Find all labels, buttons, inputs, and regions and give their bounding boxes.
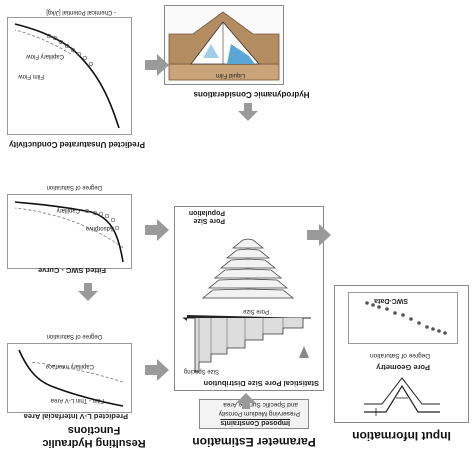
parameter-panel: Statistical Pore Size Distribution Size … (174, 206, 324, 391)
hydrodynamic-panel: Liquid Film (164, 5, 284, 85)
population-layer (231, 238, 265, 249)
pore-population-stack (201, 238, 295, 299)
data-point (92, 210, 98, 216)
interfacial-area-curves (18, 349, 124, 407)
data-point (58, 39, 64, 45)
psd-x-axis-title: Pore Size (242, 308, 269, 314)
hydro-note: Liquid Film (215, 72, 245, 78)
conductivity-caption: Predicted Unsaturated Conductivity (8, 140, 146, 149)
swc-fit-legend-1: Adsorptive (85, 225, 114, 231)
swc-data-points (365, 301, 447, 335)
population-layer (219, 258, 277, 269)
swc-fit-legend-2: Capillary (56, 207, 80, 213)
psd-caption: Statistical Pore Size Distribution (203, 379, 319, 388)
arrow-param-to-results-mid (145, 219, 169, 241)
swc-data-chart (348, 292, 458, 344)
data-point (52, 35, 58, 41)
data-point (46, 33, 52, 39)
arrow-param-to-results-low (145, 359, 169, 381)
population-caption: Pore Size Population (188, 209, 225, 224)
swc-fit-x-axis-title: Degree of Saturation (46, 184, 102, 190)
conductivity-curves (14, 23, 120, 129)
data-point (82, 55, 88, 61)
interfacial-legend-2: Film - Thin L-V Area (50, 397, 104, 403)
data-point (393, 311, 397, 315)
data-point (401, 313, 405, 317)
constraint-line-3: and Specific Surface Area (223, 401, 298, 408)
arrow-constraints-to-psd (236, 393, 256, 409)
pore-geometry-label: Pore Geometry (376, 363, 430, 372)
param-title: Parameter Estimation (192, 435, 316, 449)
interfacial-caption: Predicted L-V Interfacial Area (23, 412, 128, 421)
population-layer (213, 268, 283, 279)
population-layer (207, 278, 289, 289)
swc-data-label: SWC-Data (374, 297, 408, 304)
data-point (365, 301, 369, 305)
constraint-line-2: Preserving Medium Porosity (218, 410, 300, 417)
hydro-caption: Hydrodynamic Considerations (193, 90, 310, 99)
data-point (417, 321, 421, 325)
pore-geometry-sketch (364, 377, 440, 416)
input-title: Input Information (352, 429, 451, 443)
input-panel: Pore Geometry Degree of Saturation SWC-D… (334, 285, 469, 423)
pore-wedge-illustration (168, 11, 280, 81)
data-point (114, 225, 120, 231)
arrow-param-to-hydro (238, 103, 258, 121)
conductivity-x-axis-title: - Chemical Potential [J/kg] (46, 9, 116, 15)
psd-y-axis-title: Size Spacing (183, 368, 219, 374)
data-point (84, 208, 90, 214)
interfacial-x-axis-title: Degree of Saturation (46, 333, 102, 339)
data-point (377, 305, 381, 309)
data-point (431, 327, 435, 331)
data-point (104, 213, 110, 219)
conductivity-legend-2: Film Flow (18, 73, 44, 79)
constraint-line-1: Imposed Constraints (220, 419, 290, 426)
data-point (76, 51, 82, 57)
population-layer (201, 288, 295, 299)
data-point (70, 47, 76, 53)
swc-fit-chart (7, 194, 132, 269)
results-arrow (78, 283, 98, 301)
results-title: Resulting Hydraulic Functions (42, 424, 146, 449)
arrow-hydro-to-conductivity (145, 54, 169, 76)
data-point (64, 43, 70, 49)
data-point (110, 217, 116, 223)
swc-fit-caption: Fitted SWC - Curve (38, 266, 106, 275)
data-point (371, 303, 375, 307)
swc-fit-curves (14, 201, 124, 263)
data-point (98, 211, 104, 217)
data-point (443, 331, 447, 335)
interfacial-area-chart (7, 343, 132, 413)
data-point (409, 317, 413, 321)
population-layer (225, 248, 271, 259)
data-point (385, 307, 389, 311)
data-point (88, 61, 94, 67)
data-point (425, 325, 429, 329)
arrow-input-to-param (307, 224, 331, 246)
data-point (437, 329, 441, 333)
conductivity-chart (7, 17, 132, 135)
swc-x-axis-title: Degree of Saturation (370, 352, 430, 359)
psd-staircase-chart (183, 315, 311, 373)
conductivity-legend-1: Capillary Flow (26, 53, 64, 59)
interfacial-legend-1: Capillary Interface (45, 363, 94, 369)
